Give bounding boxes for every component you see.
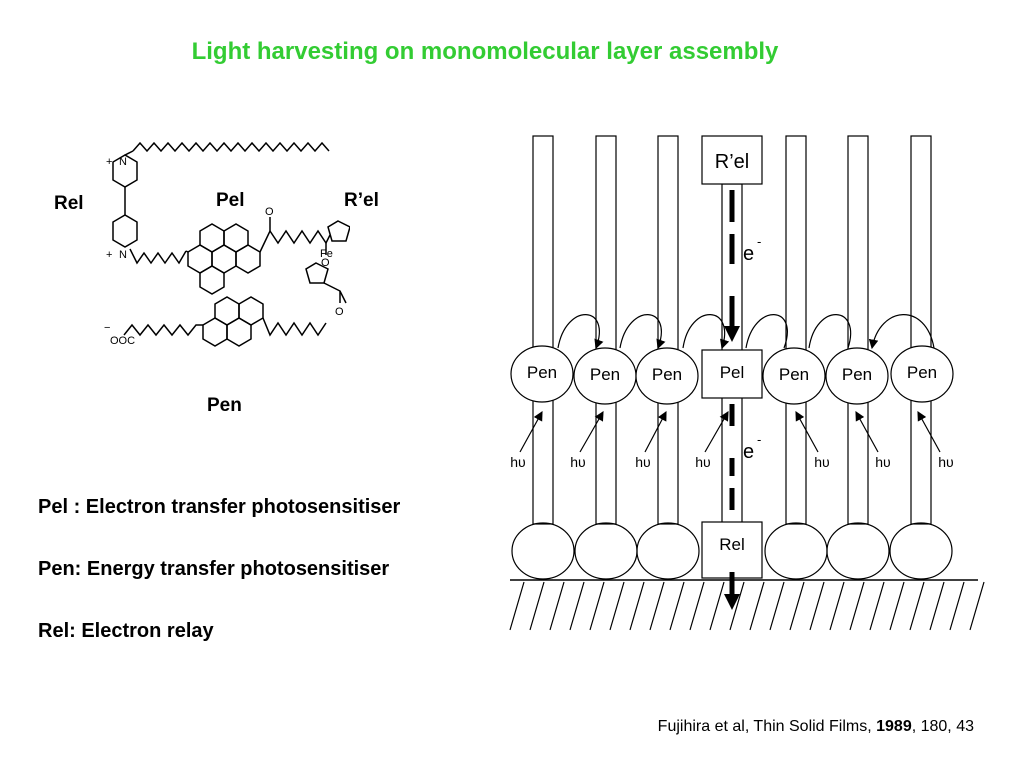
electron-label-bottom: e [743,441,754,463]
carboxylate-group: OOC [110,335,135,347]
hatch-line [869,581,885,631]
electron-arrowhead-bottom [724,594,740,610]
alkyl-chain-top [132,141,330,153]
box-rpel [701,135,763,185]
oxygen-2: O [321,257,330,269]
hatch-line [749,581,765,631]
pen-label: Pen [590,365,620,384]
pen-label: Pen [527,363,557,382]
hatch-line [529,581,545,631]
chain-column [657,135,679,525]
citation-authors: Fujihira et al, Thin Solid Films, [657,718,877,735]
citation-rest: , 180, 43 [911,718,974,735]
definition-rel: Rel: Electron relay [38,620,214,642]
pen-molecule [510,345,574,403]
label-rel: Rel [54,193,84,214]
hatch-line [889,581,905,631]
box-pel-label: Pel [720,363,745,382]
hatch-line [829,581,845,631]
substrate-hatching [509,581,985,631]
hatch-line [729,581,745,631]
citation-year: 1989 [876,718,912,735]
oxygen-3: O [335,306,344,318]
label-rpel: R’el [344,190,379,211]
chain-column [847,135,869,525]
monolayer-diagram: R’el Pel Rel Pen Pen Pen Pen Pen Pen e -… [509,135,985,631]
hatch-line [689,581,705,631]
photon-label: hυ [938,454,953,470]
box-rel [701,521,763,579]
hatch-line [549,581,565,631]
hatch-line [949,581,965,631]
electron-label-top: e [743,243,754,265]
hatch-line [589,581,605,631]
hatch-line [929,581,945,631]
pen-label: Pen [779,365,809,384]
chain-column [910,135,932,525]
definition-pel: Pel : Electron transfer photosensitiser [38,496,401,518]
chain-column [595,135,617,525]
box-rel-label: Rel [719,535,745,554]
nitrogen-bottom: N [119,249,127,261]
hatch-line [509,581,525,631]
alkyl-chain-rel [129,248,187,265]
slide-title: Light harvesting on monomolecular layer … [191,38,779,65]
citation: Fujihira et al, Thin Solid Films, 1989, … [658,718,974,736]
hatch-line [629,581,645,631]
electron-superscript-top: - [757,234,761,249]
electron-superscript-bottom: - [757,432,761,447]
definition-pen: Pen: Energy transfer photosensitiser [38,558,390,580]
photon-label: hυ [695,454,710,470]
nitrogen-top: N [119,156,127,168]
charge-minus: − [104,322,110,334]
hatch-line [809,581,825,631]
hatch-line [609,581,625,631]
photon-label: hυ [875,454,890,470]
hatch-line [969,581,985,631]
iron-atom: Fe [320,248,333,260]
chain-column [785,135,807,525]
pen-label: Pen [652,365,682,384]
hatch-line [569,581,585,631]
box-rpel-label: R’el [715,151,749,173]
box-pel [701,349,763,399]
photon-label: hυ [814,454,829,470]
electron-arrowhead-down [724,326,740,342]
chain-column [532,135,554,525]
hatch-line [769,581,785,631]
photon-label: hυ [635,454,650,470]
pen-molecule [890,345,954,403]
pen-molecule [762,347,826,405]
hatch-line [709,581,725,631]
pen-molecule [825,347,889,405]
oxygen-1: O [265,206,274,218]
hatch-line [849,581,865,631]
hatch-line [649,581,665,631]
pen-label: Pen [907,363,937,382]
pyridinium-ring-bottom [112,214,138,248]
hatch-line [669,581,685,631]
photon-label: hυ [570,454,585,470]
label-pel: Pel [216,190,245,211]
charge-plus-top: + [106,156,112,168]
pen-label: Pen [842,365,872,384]
hatch-line [789,581,805,631]
chemical-structures: + N + N O O Fe O − OOC [104,141,350,347]
charge-plus-bottom: + [106,249,112,261]
pen-molecule [635,347,699,405]
photon-label: hυ [510,454,525,470]
hatch-line [909,581,925,631]
label-pen: Pen [207,395,242,416]
